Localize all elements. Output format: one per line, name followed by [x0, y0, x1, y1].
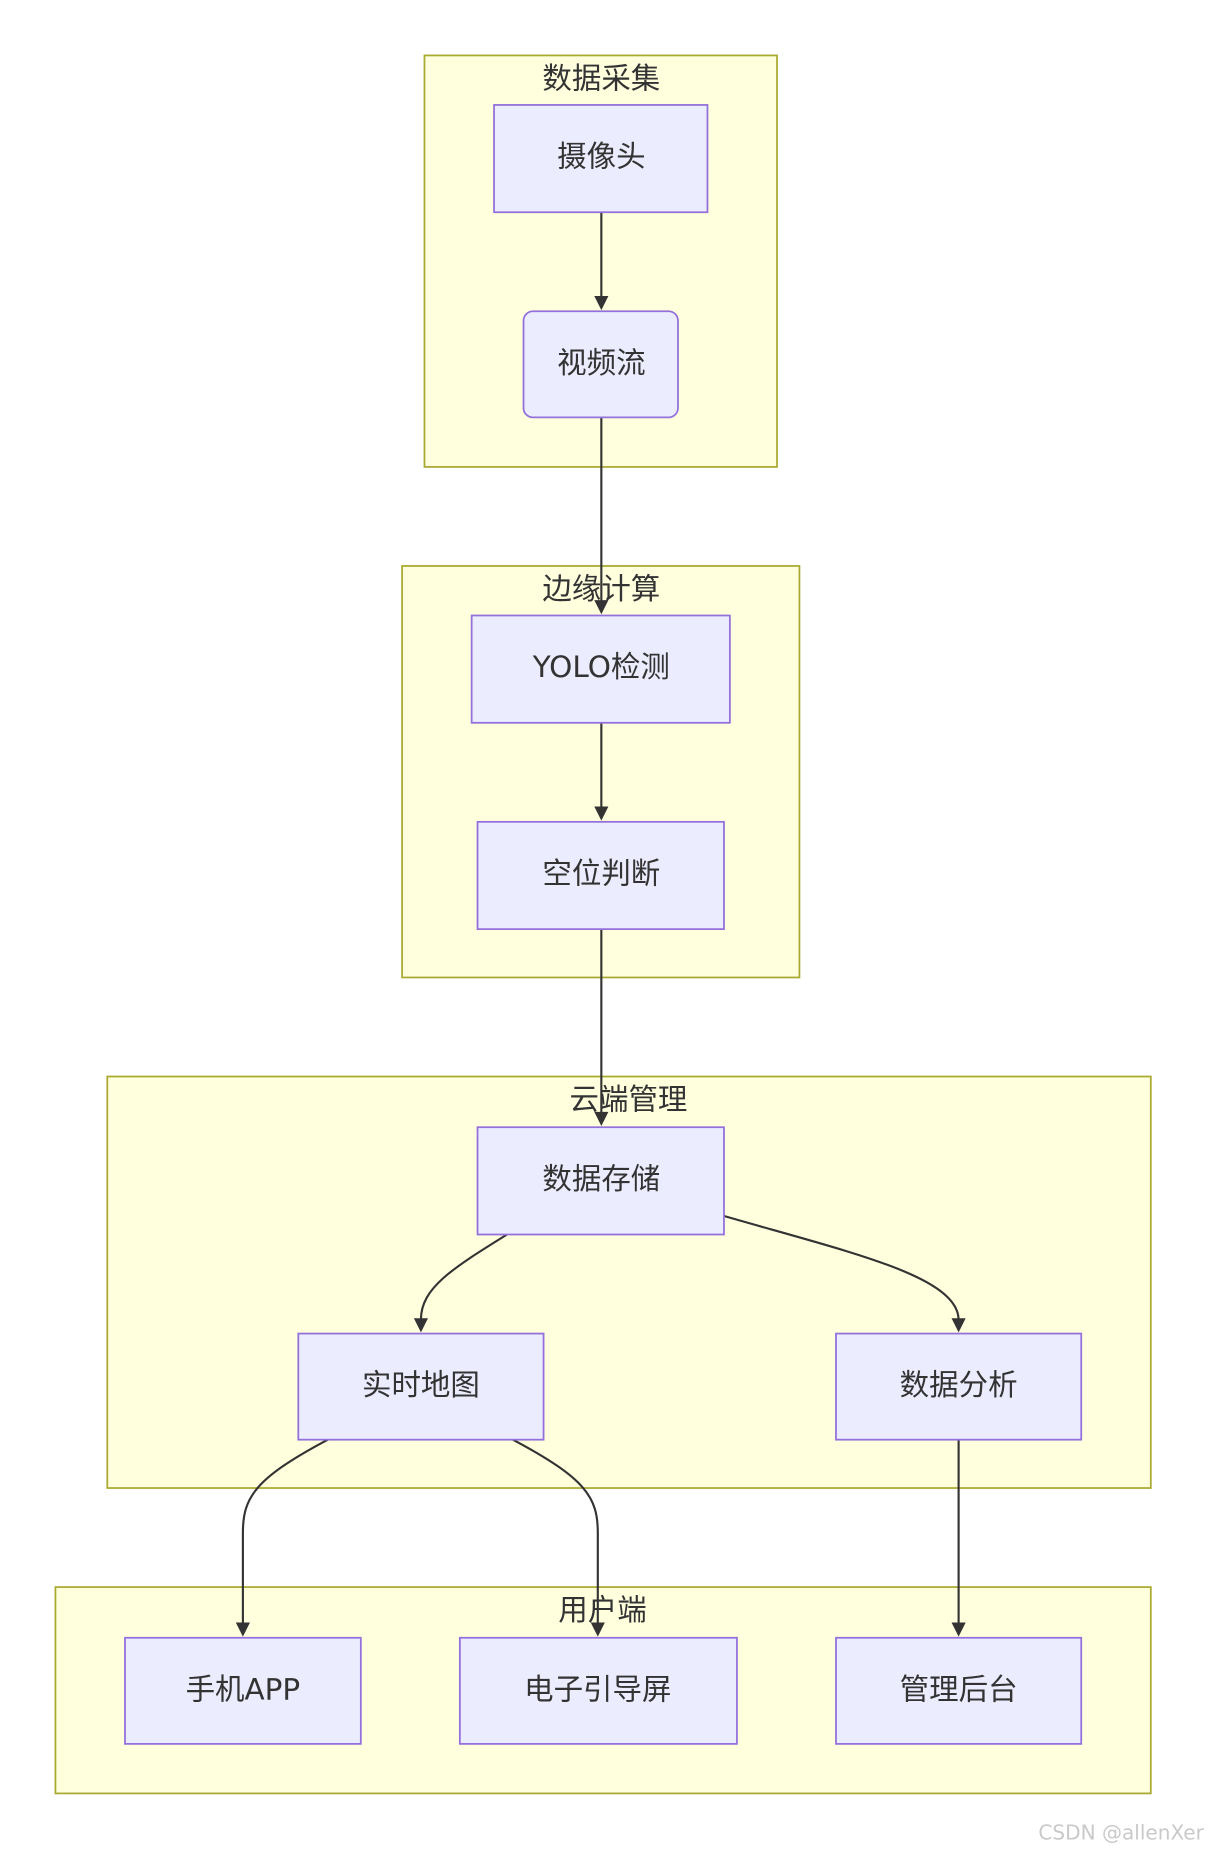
node-analysis-label: 数据分析: [900, 1368, 1018, 1402]
group-cloud-label: 云端管理: [570, 1083, 688, 1117]
node-mobile-app: 手机APP: [124, 1636, 362, 1745]
arrowhead: [413, 1318, 429, 1333]
arrowhead: [235, 1622, 250, 1637]
node-vacancy: 空位判断: [476, 820, 725, 931]
arrowhead: [594, 600, 609, 615]
node-storage-label: 数据存储: [542, 1162, 660, 1196]
node-admin-label: 管理后台: [900, 1672, 1018, 1706]
edges: [235, 212, 966, 1637]
node-realtime-map: 实时地图: [297, 1332, 545, 1441]
edge-storage-to-realtime-map: [419, 1233, 508, 1320]
node-guide-screen-label: 电子引导屏: [524, 1672, 671, 1706]
arrowhead: [951, 1622, 966, 1637]
node-yolo-label: YOLO检测: [532, 650, 670, 684]
node-yolo: YOLO检测: [470, 614, 731, 724]
arrowhead: [594, 1111, 609, 1127]
node-video-stream: 视频流: [522, 310, 679, 419]
node-guide-screen: 电子引导屏: [458, 1636, 738, 1745]
node-storage: 数据存储: [476, 1126, 725, 1236]
node-camera: 摄像头: [493, 104, 709, 214]
group-user-label: 用户端: [558, 1593, 646, 1627]
node-admin: 管理后台: [835, 1636, 1083, 1745]
node-camera-label: 摄像头: [557, 139, 645, 173]
node-mobile-app-label: 手机APP: [186, 1672, 301, 1706]
edge-realtime-map-to-guide-screen: [512, 1438, 599, 1624]
watermark: CSDN @allenXer: [1038, 1821, 1204, 1846]
arrowhead: [594, 806, 609, 821]
edge-realtime-map-to-mobile-app: [241, 1438, 329, 1624]
node-realtime-map-label: 实时地图: [362, 1368, 480, 1402]
arrowhead: [590, 1622, 605, 1637]
node-vacancy-label: 空位判断: [542, 856, 660, 890]
edge-storage-to-analysis: [722, 1214, 960, 1320]
node-video-stream-label: 视频流: [557, 346, 645, 380]
arrowhead: [594, 295, 609, 311]
group-capture-label: 数据采集: [542, 61, 660, 95]
node-analysis: 数据分析: [835, 1332, 1083, 1441]
arrowhead: [951, 1318, 966, 1333]
